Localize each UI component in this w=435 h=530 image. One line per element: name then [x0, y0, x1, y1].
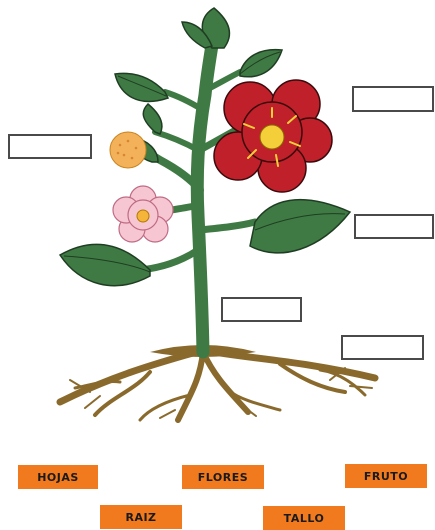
- word-card-raiz[interactable]: RAIZ: [100, 505, 182, 529]
- label-box-stem[interactable]: [221, 297, 302, 322]
- label-box-top-right[interactable]: [352, 86, 434, 112]
- root-icon: [60, 350, 375, 420]
- fruit-icon: [110, 132, 146, 168]
- red-flower-icon: [214, 80, 332, 192]
- label-box-mid-right[interactable]: [354, 214, 434, 239]
- word-card-fruto[interactable]: FRUTO: [345, 464, 427, 488]
- label-box-left[interactable]: [8, 134, 92, 159]
- word-card-flores[interactable]: FLORES: [182, 465, 264, 489]
- word-card-hojas[interactable]: HOJAS: [18, 465, 98, 489]
- label-box-lower-right[interactable]: [341, 335, 424, 360]
- word-card-tallo[interactable]: TALLO: [263, 506, 345, 530]
- pink-flower-icon: [113, 186, 173, 242]
